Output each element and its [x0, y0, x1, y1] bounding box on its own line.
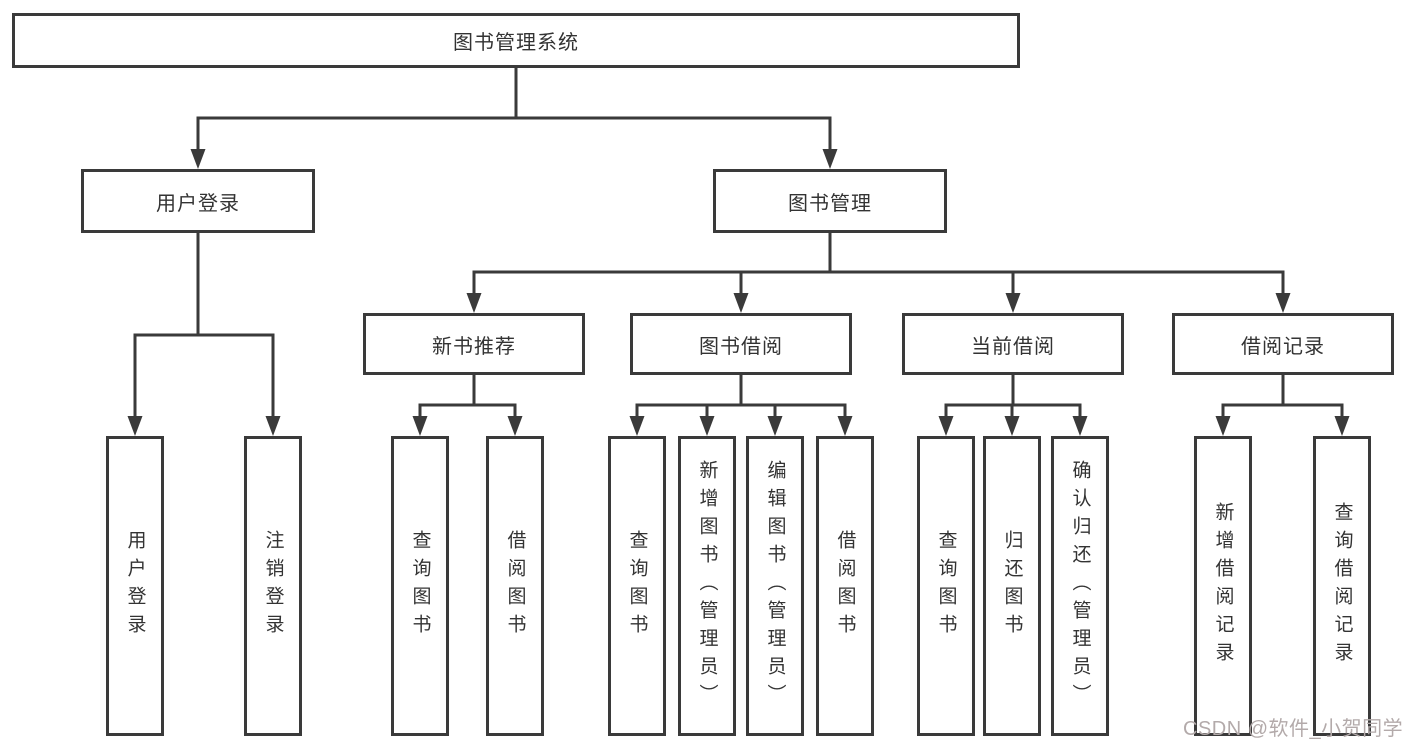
node-current-borrow: 当前借阅	[902, 313, 1124, 375]
leaf-borrow-books-recommend: 借阅图书	[486, 436, 544, 736]
leaf-user-login: 用户登录	[106, 436, 164, 736]
node-book-borrow: 图书借阅	[630, 313, 852, 375]
connector-user-login	[127, 233, 281, 436]
leaf-query-books-current: 查询图书	[917, 436, 975, 736]
node-book-management-label: 图书管理	[788, 192, 872, 215]
leaf-borrow-books: 借阅图书	[816, 436, 874, 736]
connector-new-book-recommend	[412, 375, 523, 436]
leaf-label: 借阅图书	[504, 530, 526, 642]
leaf-label: 编辑图书（管理员）	[764, 460, 786, 712]
node-root-label: 图书管理系统	[453, 32, 579, 54]
leaf-logout: 注销登录	[244, 436, 302, 736]
leaf-query-books-recommend: 查询图书	[391, 436, 449, 736]
leaf-add-borrow-record: 新增借阅记录	[1194, 436, 1252, 736]
node-book-management: 图书管理	[713, 169, 947, 233]
node-new-book-recommend: 新书推荐	[363, 313, 585, 375]
leaf-label: 用户登录	[124, 530, 146, 642]
leaf-return-books: 归还图书	[983, 436, 1041, 736]
leaf-label: 新增借阅记录	[1212, 502, 1234, 670]
leaf-label: 查询借阅记录	[1331, 502, 1353, 670]
node-current-borrow-label: 当前借阅	[971, 335, 1055, 358]
connector-current-borrow	[938, 375, 1088, 436]
node-new-book-recommend-label: 新书推荐	[432, 335, 516, 358]
leaf-label: 查询图书	[935, 530, 957, 642]
leaf-add-books-admin: 新增图书（管理员）	[678, 436, 736, 736]
node-root: 图书管理系统	[12, 13, 1020, 68]
connector-book-borrow	[629, 375, 853, 436]
connector-borrow-records	[1215, 375, 1350, 436]
csdn-watermark: CSDN @软件_小贺同学	[1183, 718, 1404, 740]
connector-book-management	[466, 233, 1291, 313]
leaf-label: 归还图书	[1001, 530, 1023, 642]
node-user-login-label: 用户登录	[156, 192, 240, 215]
node-borrow-records-label: 借阅记录	[1241, 335, 1325, 358]
leaf-label: 查询图书	[626, 530, 648, 642]
node-book-borrow-label: 图书借阅	[699, 335, 783, 358]
leaf-label: 查询图书	[409, 530, 431, 642]
node-borrow-records: 借阅记录	[1172, 313, 1394, 375]
leaf-confirm-return-admin: 确认归还（管理员）	[1051, 436, 1109, 736]
leaf-label: 确认归还（管理员）	[1069, 460, 1091, 712]
leaf-edit-books-admin: 编辑图书（管理员）	[746, 436, 804, 736]
leaf-label: 新增图书（管理员）	[696, 460, 718, 712]
leaf-label: 借阅图书	[834, 530, 856, 642]
leaf-query-borrow-record: 查询借阅记录	[1313, 436, 1371, 736]
node-user-login: 用户登录	[81, 169, 315, 233]
leaf-label: 注销登录	[262, 530, 284, 642]
connector-root	[190, 68, 838, 169]
leaf-query-books-borrow: 查询图书	[608, 436, 666, 736]
